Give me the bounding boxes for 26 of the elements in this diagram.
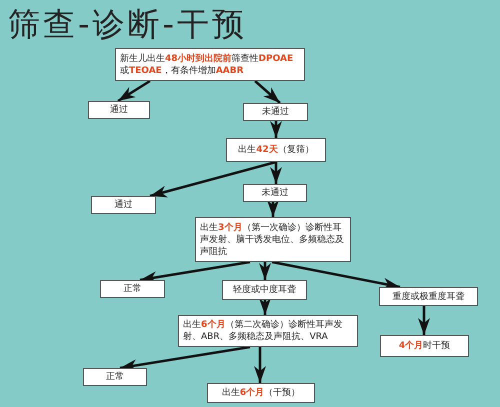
arrow <box>254 80 281 104</box>
process-box: 出生6个月（干预） <box>207 383 315 403</box>
process-box: 未通过 <box>243 184 307 202</box>
process-box: 轻度或中度耳聋 <box>222 280 307 300</box>
process-box: 未通过 <box>243 103 308 121</box>
arrow <box>259 298 271 315</box>
process-box: 出生6个月（第二次确诊）诊断性耳声发射、ABR、多频稳态及声阻抗、VRA <box>178 315 358 347</box>
arrow <box>117 80 151 102</box>
process-box: 出生42天（复筛） <box>226 138 326 162</box>
process-box: 4个月时干预 <box>380 335 469 357</box>
arrow <box>150 160 276 198</box>
process-box: 出生3个月（第一次确诊）诊断性耳声发射、脑干诱发电位、多频稳态及声阻抗 <box>195 217 351 262</box>
arrow <box>267 200 279 217</box>
process-box: 通过 <box>91 196 156 214</box>
arrow <box>272 260 400 290</box>
arrow <box>418 306 430 335</box>
arrow <box>270 121 282 138</box>
process-box: 正常 <box>83 368 147 386</box>
process-box: 重度或极重度耳聋 <box>379 287 478 306</box>
arrow <box>259 262 271 280</box>
process-box: 正常 <box>100 280 165 298</box>
process-box: 通过 <box>88 101 150 119</box>
arrow <box>254 347 266 383</box>
title: 筛查-诊断-干预 <box>8 4 248 44</box>
process-box: 新生儿出生48小时到出院前筛查性DPOAE或TEOAE，有条件增加AABR <box>115 48 305 81</box>
arrow <box>270 162 282 184</box>
